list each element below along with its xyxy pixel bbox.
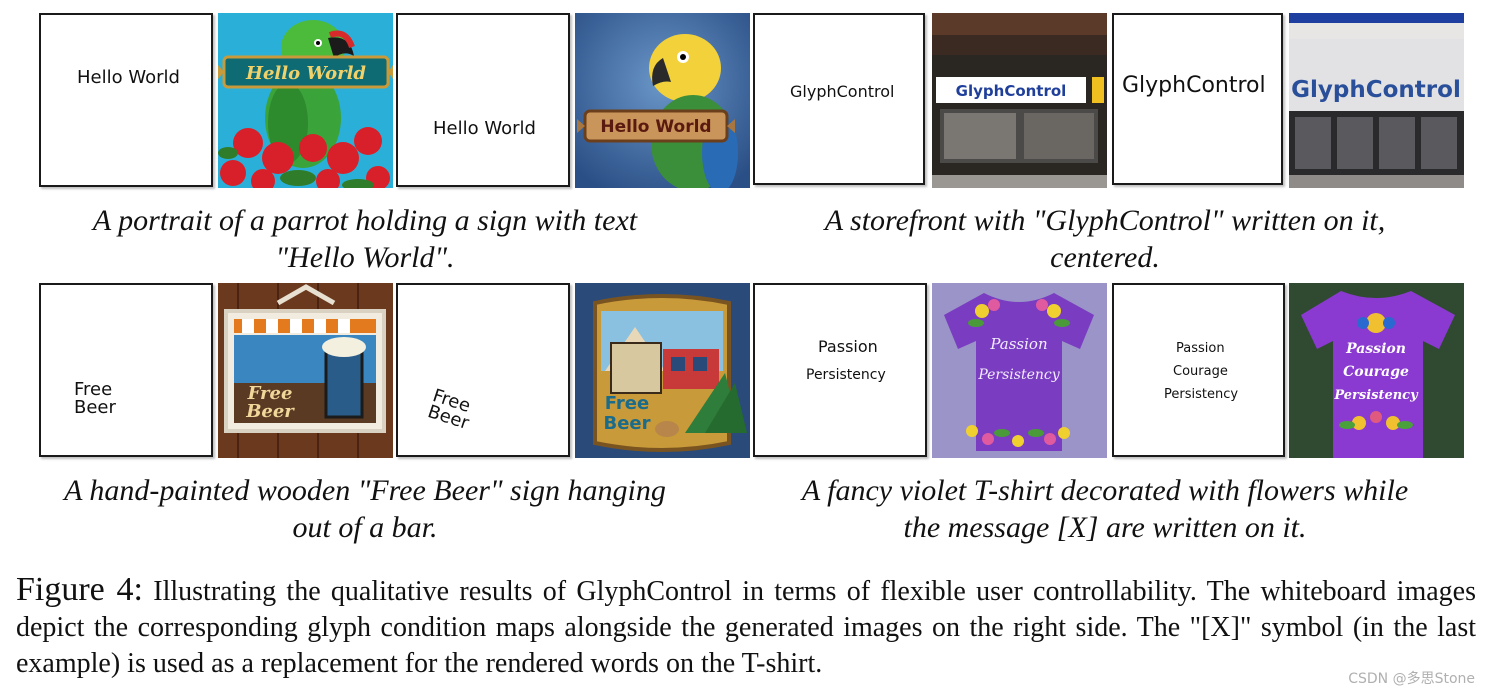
sign-text: Persistency [1333, 388, 1419, 403]
caption-line: A hand-painted wooden "Free Beer" sign h… [64, 474, 666, 507]
glyph-text: Courage [1173, 364, 1228, 379]
glyph-map-hello-2: Hello World [396, 13, 570, 187]
glyph-map-glyphcontrol-1: GlyphControl [753, 13, 925, 185]
glyph-text: Passion [1176, 341, 1225, 356]
caption-line: the message [X] are written on it. [903, 511, 1307, 544]
glyph-text: GlyphControl [1122, 73, 1266, 98]
sign-text: Beer [603, 413, 650, 434]
sign-text: Passion [989, 335, 1047, 353]
sign-text: Free [605, 393, 649, 414]
figure-label: Figure 4: [16, 571, 143, 608]
glyph-text: Beer [74, 397, 116, 418]
sign-text: Hello World [600, 117, 711, 137]
figure-caption: Figure 4: Illustrating the qualitative r… [16, 572, 1476, 682]
glyph-text: Persistency [806, 367, 886, 383]
sign-text: Courage [1343, 364, 1409, 380]
caption-line: centered. [1050, 241, 1160, 274]
caption-example-1: A portrait of a parrot holding a sign wi… [0, 202, 730, 276]
glyph-map-free-beer-2: Free Beer [396, 283, 570, 457]
sign-text: Free [247, 383, 293, 404]
glyph-map-tshirt-1: Passion Persistency [753, 283, 927, 457]
caption-example-3: A hand-painted wooden "Free Beer" sign h… [0, 472, 730, 546]
figure-description: Illustrating the qualitative results of … [16, 576, 1476, 679]
sign-text: Hello World [245, 63, 366, 84]
glyph-text: Persistency [1164, 387, 1239, 402]
sign-text: GlyphControl [956, 82, 1067, 100]
glyph-text: Free [74, 379, 113, 400]
glyph-text: GlyphControl [790, 82, 895, 101]
generated-image-storefront-1: GlyphControl [932, 13, 1107, 188]
caption-line: A fancy violet T-shirt decorated with fl… [801, 474, 1409, 507]
glyph-map-free-beer-1: Free Beer [39, 283, 213, 457]
watermark: CSDN @多思Stone [1348, 671, 1475, 687]
glyph-map-glyphcontrol-2: GlyphControl [1112, 13, 1283, 185]
generated-image-tshirt-1: Passion Persistency [932, 283, 1107, 458]
caption-line: out of a bar. [292, 511, 438, 544]
caption-line: "Hello World". [275, 241, 455, 274]
generated-image-beer-sign-1: Free Beer [218, 283, 393, 458]
glyph-map-tshirt-2: Passion Courage Persistency [1112, 283, 1285, 457]
caption-example-4: A fancy violet T-shirt decorated with fl… [745, 472, 1465, 546]
caption-line: A storefront with "GlyphControl" written… [824, 204, 1386, 237]
generated-image-tshirt-2: Passion Courage Persistency [1289, 283, 1464, 458]
sign-text: Passion [1345, 341, 1406, 357]
caption-line: A portrait of a parrot holding a sign wi… [92, 204, 638, 237]
generated-image-beer-sign-2: Free Beer [575, 283, 750, 458]
generated-image-parrot-1: Hello World [218, 13, 393, 188]
sign-text: Persistency [977, 367, 1060, 383]
glyph-text: Hello World [77, 67, 180, 88]
sign-text: Beer [245, 401, 295, 422]
glyph-map-hello-1: Hello World [39, 13, 213, 187]
caption-example-2: A storefront with "GlyphControl" written… [745, 202, 1465, 276]
generated-image-parrot-2: Hello World [575, 13, 750, 188]
glyph-text: Hello World [433, 118, 536, 139]
sign-text: GlyphControl [1291, 77, 1461, 103]
generated-image-storefront-2: GlyphControl [1289, 13, 1464, 188]
glyph-text: Passion [818, 337, 878, 356]
